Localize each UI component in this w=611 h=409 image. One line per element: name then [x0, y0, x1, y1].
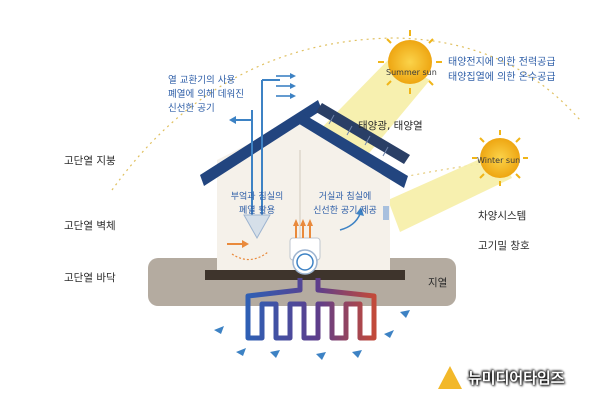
solar-panels	[316, 103, 410, 164]
summer-sun-icon	[378, 30, 442, 94]
warm-air-arrows	[227, 219, 313, 261]
solar-power-text-1: 태양전지에 의한 전력공급	[448, 57, 556, 68]
roof-insulation-label: 고단열 지붕	[64, 155, 116, 167]
vent-text-3: 신선한 공기	[168, 103, 215, 114]
house-body	[217, 118, 390, 272]
ventilation-duct	[229, 79, 280, 240]
kitchen-text-2: 폐열 활용	[239, 206, 275, 216]
geothermal-pipe	[245, 278, 377, 341]
floor-insulation-label: 고단열 바닥	[64, 272, 116, 284]
exhaust-arrows	[276, 73, 296, 99]
airtight-window-label: 고기밀 창호	[478, 240, 530, 252]
vent-text-1: 열 교환기의 사용	[168, 75, 236, 86]
vent-text-2: 폐열에 의해 데워진	[168, 89, 244, 100]
solar-heat-label: 태양광, 태양열	[358, 120, 423, 132]
wall-insulation-label: 고단열 벽체	[64, 220, 116, 232]
living-text-2: 신선한 공기 제공	[313, 206, 377, 216]
winter-sunbeam	[388, 150, 512, 232]
geothermal-label: 지열	[428, 277, 448, 289]
winter-sun-icon	[472, 130, 528, 186]
right-roof	[296, 112, 408, 188]
foundation	[205, 270, 405, 280]
logo-mark-icon	[438, 366, 462, 389]
solar-power-text-2: 태양집열에 의한 온수공급	[448, 72, 556, 83]
logo-text: 뉴미디어타임즈	[468, 369, 565, 387]
shading-system-label: 차양시스템	[478, 210, 527, 222]
winter-sun-label: Winter sun	[477, 156, 521, 165]
window	[383, 206, 389, 220]
living-text-1: 거실과 침실에	[318, 192, 372, 202]
ground-flow-arrows	[214, 310, 410, 360]
heat-exchanger-unit	[289, 237, 321, 275]
summer-sun-label: Summer sun	[386, 68, 437, 77]
kitchen-text-1: 부엌과 침실의	[230, 192, 284, 202]
air-flow-arrow	[339, 213, 361, 231]
